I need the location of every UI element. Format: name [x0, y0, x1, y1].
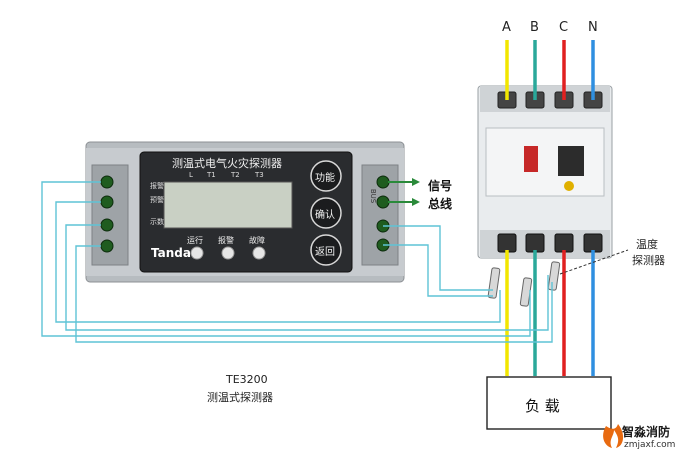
load-box	[486, 376, 612, 430]
phase-wires	[505, 40, 595, 376]
channel-label-t3: T3	[255, 171, 264, 179]
phase-c-label: C	[559, 20, 569, 35]
watermark-url: zmjaxf.com	[624, 440, 676, 450]
channel-label-l: L	[189, 171, 193, 179]
fault-led-label: 故障	[249, 236, 265, 245]
channel-label-t2: T2	[231, 171, 240, 179]
confirm-button[interactable]	[310, 197, 342, 229]
device-model: TE3200	[226, 373, 268, 386]
function-button-label[interactable]: 功能	[315, 173, 335, 184]
circuit-breaker	[477, 85, 613, 259]
signal-label-2: 总线	[428, 197, 453, 211]
row-label-alarm: 报警	[150, 182, 164, 190]
row-label-warn: 预警	[150, 196, 164, 204]
alarm-led	[221, 246, 235, 260]
fault-led	[252, 246, 266, 260]
temperature-probes	[487, 261, 561, 307]
bus-label: BUS	[369, 188, 378, 204]
run-led	[190, 246, 204, 260]
channel-label-t1: T1	[207, 171, 216, 179]
flame-icon	[603, 424, 624, 448]
run-led-label: 运行	[187, 236, 203, 245]
sensor-label-2: 探测器	[632, 254, 665, 267]
device-name: 测温式探测器	[207, 391, 273, 404]
brand-logo: Tanda	[151, 246, 191, 260]
return-button[interactable]	[310, 234, 342, 266]
watermark-name: 智淼消防	[622, 425, 671, 439]
sensor-pointer	[559, 249, 629, 275]
phase-b-label: B	[530, 20, 539, 35]
row-label-value: 示数	[150, 218, 164, 226]
alarm-led-label: 报警	[218, 236, 234, 245]
bus-wires	[388, 181, 414, 203]
phase-n-label: N	[588, 20, 598, 35]
function-button[interactable]	[310, 160, 342, 192]
sensor-wires	[41, 181, 553, 343]
sensor-label-1: 温度	[636, 238, 658, 251]
load-label: 负 载	[525, 397, 560, 415]
return-button-label[interactable]: 返回	[315, 247, 335, 258]
signal-label-1: 信号	[428, 179, 453, 193]
panel-title: 测温式电气火灾探测器	[172, 157, 282, 170]
confirm-button-label[interactable]: 确认	[315, 210, 335, 221]
phase-a-label: A	[502, 20, 511, 35]
